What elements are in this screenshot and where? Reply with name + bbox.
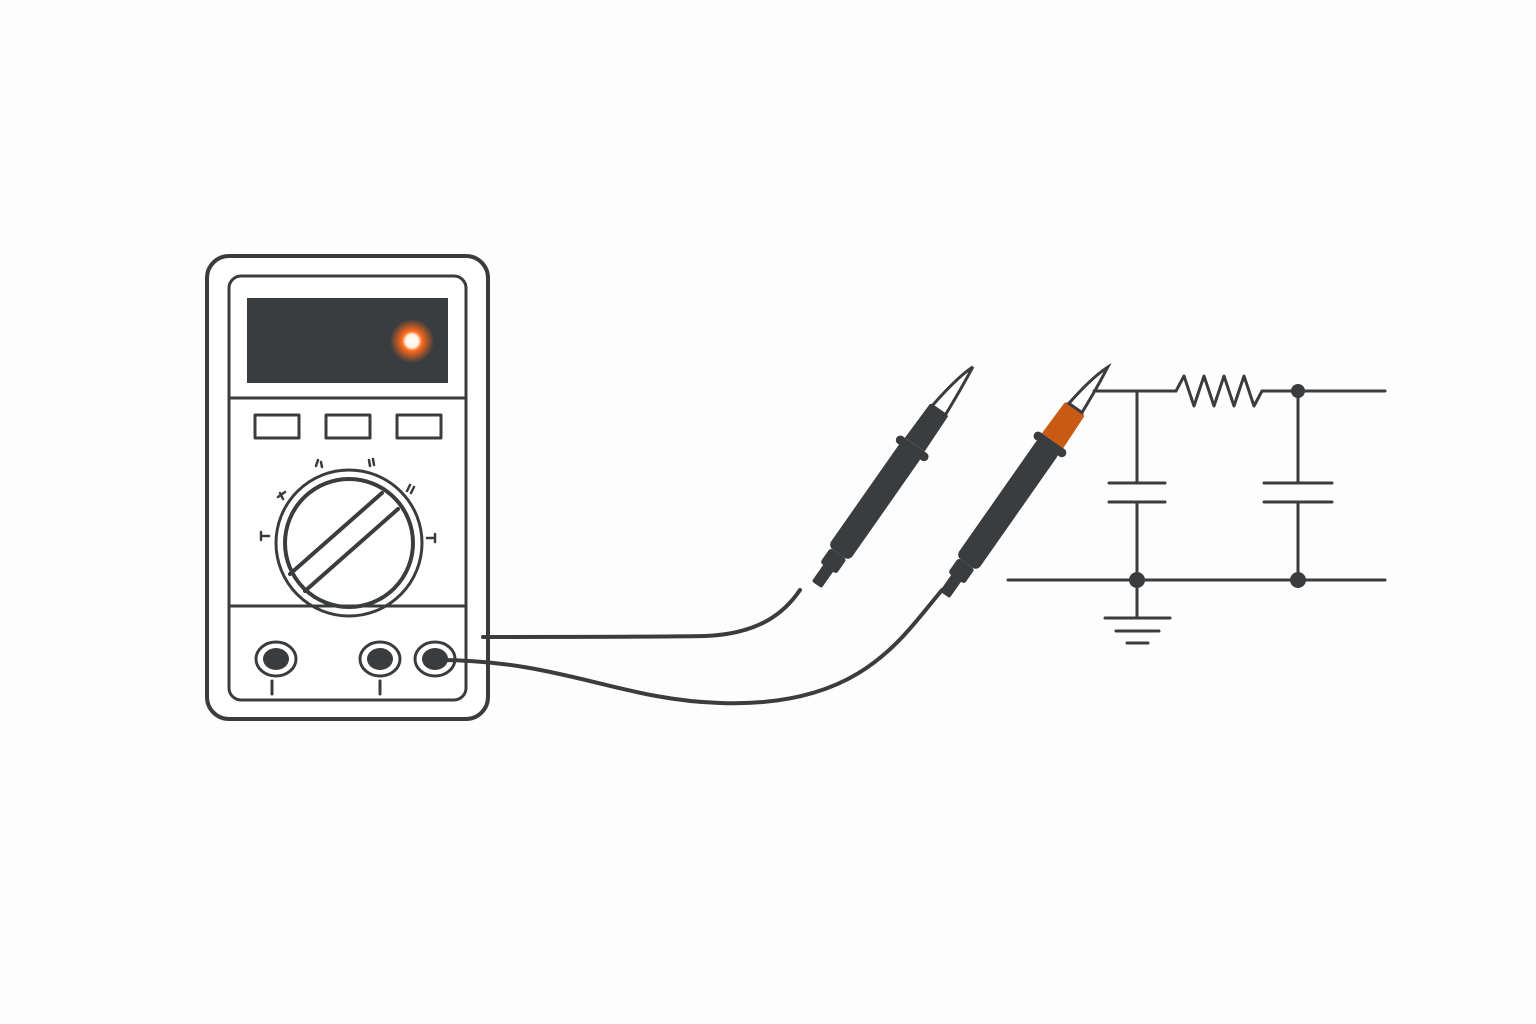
red-probe-lead: [436, 588, 944, 706]
capacitor-2: [1262, 389, 1334, 582]
resistor: [1174, 374, 1264, 408]
node-bottom-right: [1290, 572, 1306, 588]
function-button-2[interactable]: [324, 413, 372, 440]
probe-leads: [436, 588, 944, 706]
rc-filter-circuit: [1006, 374, 1387, 645]
ground-symbol: [1103, 578, 1172, 645]
orange-led-icon: [390, 319, 434, 363]
input-jack-com[interactable]: [254, 640, 298, 696]
red-probe-tip-sleeve: [1041, 402, 1085, 449]
capacitor-1: [1107, 391, 1167, 582]
node-bottom-left: [1129, 572, 1145, 588]
red-probe[interactable]: [929, 354, 1121, 605]
black-probe[interactable]: [801, 354, 986, 595]
circuit-nodes: [1129, 384, 1306, 588]
multimeter-inner-case: [227, 274, 468, 702]
input-jack-ma[interactable]: [358, 640, 402, 696]
function-button-3[interactable]: [395, 413, 443, 440]
multimeter: [205, 254, 490, 721]
black-probe-lead: [481, 588, 802, 639]
dial-tick-marks: [259, 457, 437, 544]
function-button-1[interactable]: [253, 413, 301, 440]
node-top-right: [1291, 384, 1305, 398]
